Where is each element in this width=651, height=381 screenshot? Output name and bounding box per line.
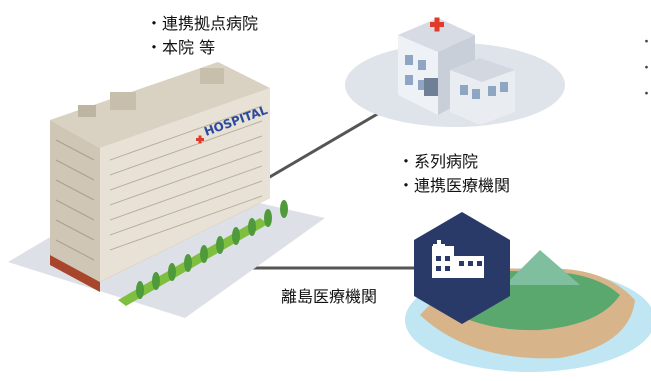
affiliate-labels: ・系列病院 ・連携医療機関 [398, 150, 510, 198]
cropped-edge-text: ・ ・ ・ [640, 30, 651, 108]
hospital-hexagon-icon [414, 212, 510, 324]
clinic-building-icon [345, 17, 565, 127]
hospital-building-icon [8, 62, 325, 318]
hq-label-2: ・本院 等 [146, 38, 216, 57]
island-label: 離島医療機関 [281, 287, 378, 306]
affiliate-label-2: ・連携医療機関 [398, 176, 511, 195]
edge-fragment-3: ・ [640, 82, 651, 108]
edge-fragment-1: ・ [640, 30, 651, 56]
affiliate-label-1: ・系列病院 [398, 152, 479, 171]
hq-label-1: ・連携拠点病院 [146, 14, 259, 33]
edge-fragment-2: ・ [640, 56, 651, 82]
hq-labels: ・連携拠点病院 ・本院 等 [146, 12, 258, 60]
